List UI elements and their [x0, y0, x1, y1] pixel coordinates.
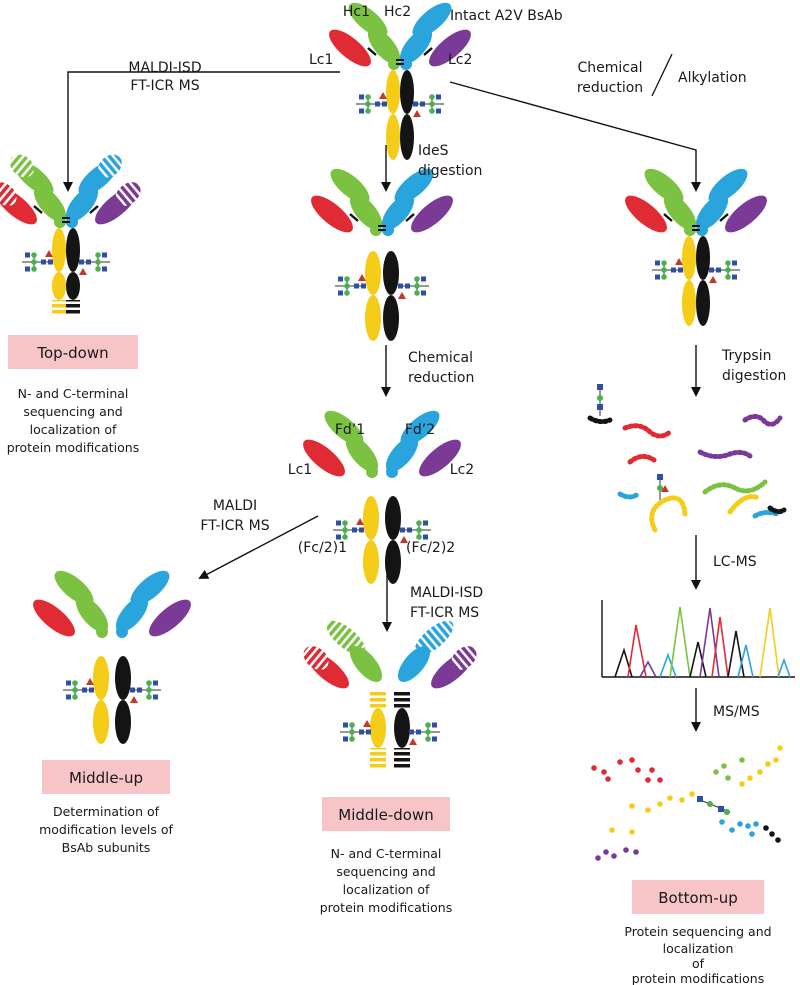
slash-divider: [651, 53, 673, 97]
middledown-desc-4: protein modifications: [320, 900, 453, 915]
peptide-fragments: [587, 384, 787, 533]
middleup-label: Middle-up: [69, 769, 143, 787]
middleup-subunits-figure: [28, 565, 197, 744]
middleup-box: Middle-up: [42, 760, 170, 794]
hc2-label: Hc2: [384, 4, 411, 20]
maldi-isd-label-2: FT-ICR MS: [130, 78, 199, 94]
trypsin-label-2: digestion: [722, 368, 786, 384]
arrow-to-topdown: [63, 71, 340, 192]
bottomup-box: Bottom-up: [632, 880, 764, 914]
fc2-label: (Fc/2)2: [406, 540, 455, 556]
maldi-isd-mid-label-1: MALDI-ISD: [410, 585, 483, 601]
chem-reduction-mid-1: Chemical: [408, 350, 473, 366]
reduced-subunits-figure: [298, 405, 467, 584]
bottomup-desc-3: of: [692, 956, 705, 971]
topdown-fragmented-figure: [0, 150, 145, 316]
topdown-desc-4: protein modifications: [7, 440, 140, 455]
middledown-box: Middle-down: [322, 797, 450, 831]
lc1-sub-label: Lc1: [288, 462, 312, 478]
fd2-label: Fd’2: [405, 422, 435, 438]
msms-label: MS/MS: [713, 704, 760, 720]
ides-label-1: IdeS: [418, 143, 449, 159]
msms-fragments: [591, 745, 783, 861]
maldi-isd-mid-label-2: FT-ICR MS: [410, 605, 479, 621]
chem-reduction-label-1: Chemical: [578, 60, 643, 76]
intact-bsab-title: Intact A2V BsAb: [450, 8, 563, 24]
alkylation-label: Alkylation: [678, 70, 747, 86]
middleup-desc-3: BsAb subunits: [62, 840, 151, 855]
bottomup-desc-1: Protein sequencing and: [624, 924, 771, 939]
ides-digested-figure: [306, 163, 459, 341]
lcms-label: LC-MS: [713, 554, 757, 570]
middledown-desc-1: N- and C-terminal: [331, 846, 442, 861]
bottomup-desc-2: localization: [663, 941, 734, 956]
topdown-box: Top-down: [8, 335, 138, 369]
middledown-fragmented-figure: [299, 615, 481, 770]
fc1-label: (Fc/2)1: [298, 540, 347, 556]
topdown-desc-2: sequencing and: [23, 404, 122, 419]
trypsin-label-1: Trypsin: [721, 348, 771, 364]
maldi-isd-label-1: MALDI-ISD: [128, 60, 201, 76]
fd1-label: Fd’1: [335, 422, 365, 438]
maldi-mid-label-1: MALDI: [213, 498, 257, 514]
ides-label-2: digestion: [418, 163, 482, 179]
chem-reduction-label-2: reduction: [577, 80, 643, 96]
middledown-desc-3: localization of: [343, 882, 430, 897]
middledown-label: Middle-down: [338, 806, 433, 824]
middledown-desc-2: sequencing and: [336, 864, 435, 879]
topdown-label: Top-down: [36, 344, 108, 362]
middleup-desc-2: modification levels of: [39, 822, 173, 837]
lc-chromatogram: [601, 600, 795, 678]
lc2-label: Lc2: [448, 52, 472, 68]
lc1-label: Lc1: [309, 52, 333, 68]
topdown-desc-3: localization of: [30, 422, 117, 437]
lc2-sub-label: Lc2: [450, 462, 474, 478]
middleup-desc-1: Determination of: [53, 804, 160, 819]
chem-reduction-mid-2: reduction: [408, 370, 474, 386]
topdown-desc-1: N- and C-terminal: [18, 386, 129, 401]
bottomup-desc-4: protein modifications: [632, 971, 765, 985]
hc1-label: Hc1: [343, 4, 370, 20]
bottomup-label: Bottom-up: [658, 889, 737, 907]
arrow-to-middleup: [198, 515, 319, 579]
arrow-to-reduction: [449, 81, 701, 192]
maldi-mid-label-2: FT-ICR MS: [200, 518, 269, 534]
